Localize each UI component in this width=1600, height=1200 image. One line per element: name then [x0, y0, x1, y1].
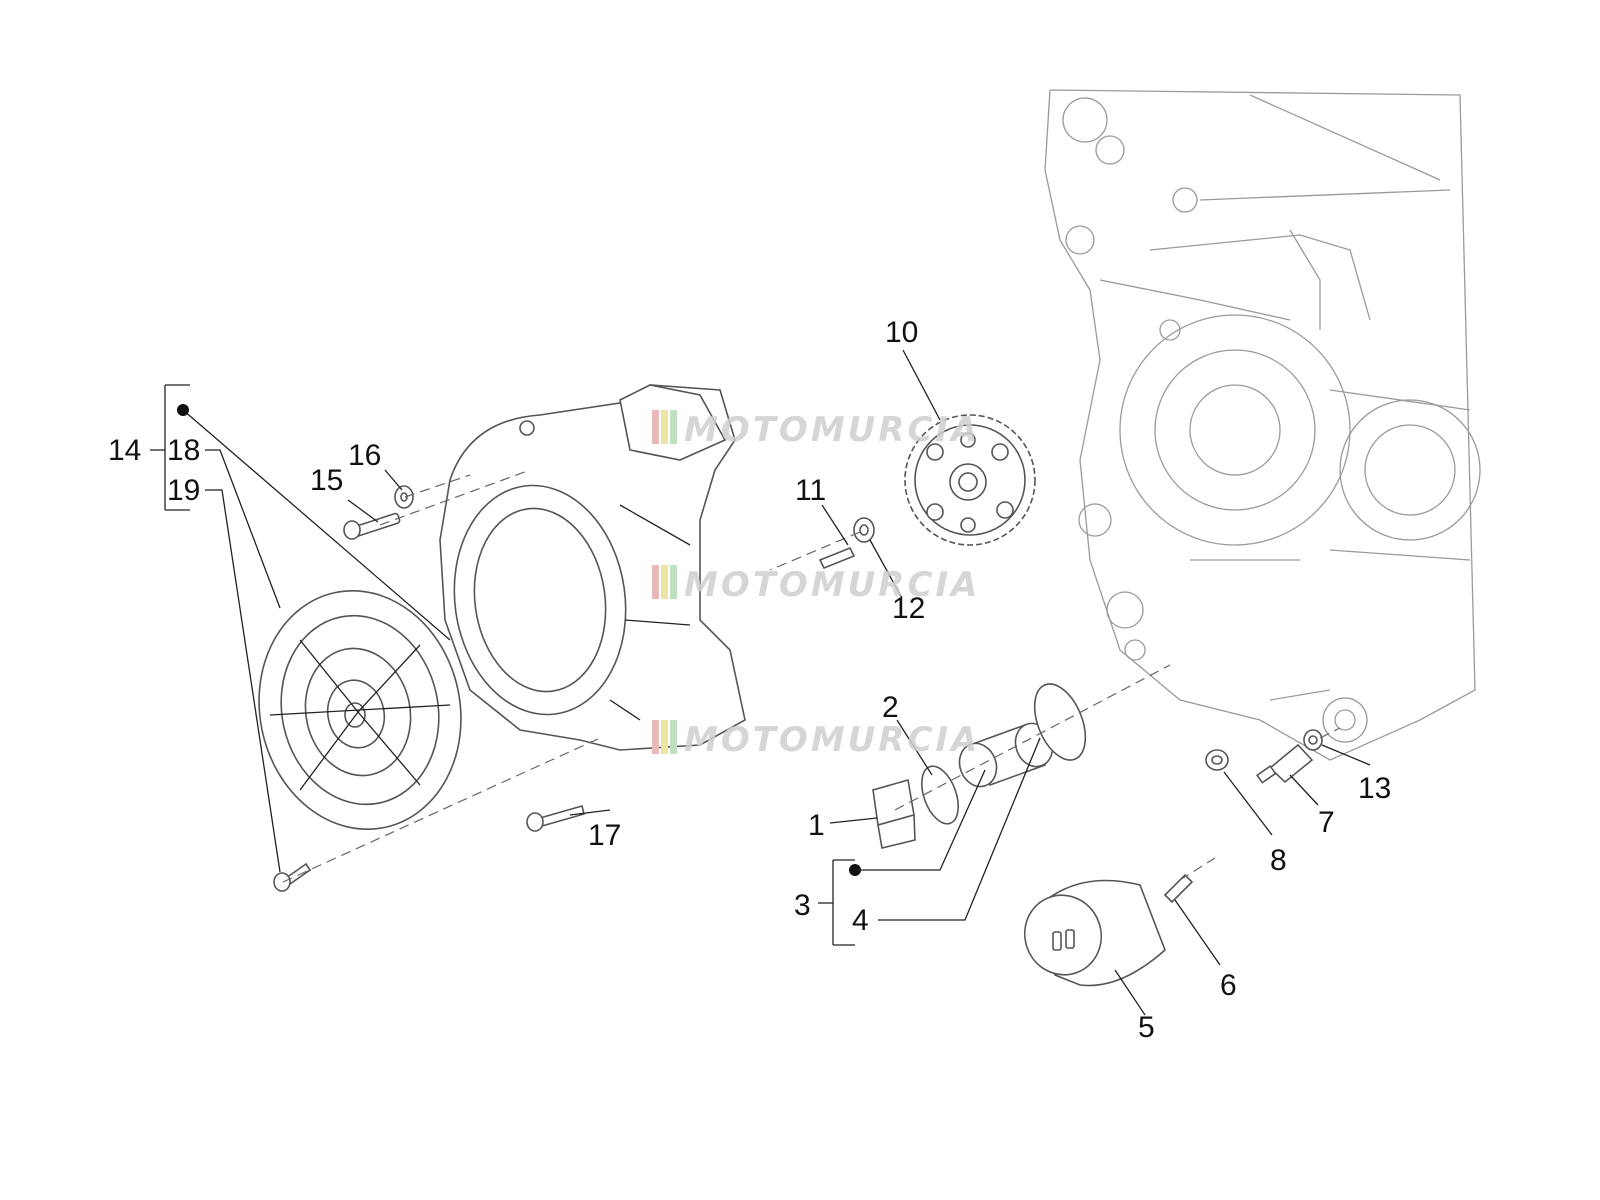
callout-14: 14: [108, 434, 141, 467]
o-ring-2: [920, 765, 960, 825]
callout-18: 18: [167, 434, 200, 467]
callout-3: 3: [794, 889, 811, 922]
callout-13: 13: [1358, 772, 1391, 805]
o-ring-4: [1033, 683, 1087, 761]
screw-19: [273, 862, 312, 892]
callout-16: 16: [348, 439, 381, 472]
callout-15: 15: [310, 464, 343, 497]
engine-crankcase: [1044, 89, 1481, 761]
fan-housing: [439, 384, 746, 751]
drain-plug-1: [872, 778, 916, 849]
oil-filter-5: [1023, 879, 1166, 987]
sprocket-gear: [904, 414, 1036, 546]
svg-text:MOTOMURCIA: MOTOMURCIA: [684, 565, 980, 605]
callout-17: 17: [588, 819, 621, 852]
washer-13: [1303, 729, 1323, 751]
washer-12: [853, 517, 875, 543]
watermark-logo-top: MOTOMURCIA: [652, 410, 980, 450]
callout-19: 19: [167, 474, 200, 507]
watermark-logo-middle: MOTOMURCIA: [652, 565, 980, 605]
watermark-logo-bottom: MOTOMURCIA: [652, 720, 980, 760]
stud-6: [1163, 873, 1194, 904]
fan-cover: [258, 589, 462, 831]
screw-17: [526, 805, 585, 832]
assembly-axes: [282, 469, 1341, 883]
clamp-8: [1205, 749, 1229, 771]
svg-text:MOTOMURCIA: MOTOMURCIA: [684, 720, 980, 760]
callout-6: 6: [1220, 969, 1237, 1002]
callout-12: 12: [892, 592, 925, 625]
callout-10: 10: [885, 316, 918, 349]
callout-labels: 1 2 3 4 5 6 7 8 10 11 12 13 14 15 16 17 …: [108, 316, 1391, 1044]
callout-11: 11: [795, 474, 826, 507]
callout-8: 8: [1270, 844, 1287, 877]
callout-4: 4: [852, 904, 869, 937]
stud-11: [818, 546, 856, 570]
leader-lines: [150, 349, 1371, 1016]
svg-text:MOTOMURCIA: MOTOMURCIA: [684, 410, 980, 450]
bolt-15: [343, 512, 401, 540]
callout-1: 1: [808, 809, 825, 842]
callout-5: 5: [1138, 1011, 1155, 1044]
sensor-7: [1256, 743, 1314, 784]
callout-7: 7: [1318, 806, 1335, 839]
washer-16: [394, 485, 414, 509]
watermark: MOTOMURCIA MOTOMURCIA MOTOMURCIA: [652, 410, 980, 760]
callout-2: 2: [882, 691, 899, 724]
